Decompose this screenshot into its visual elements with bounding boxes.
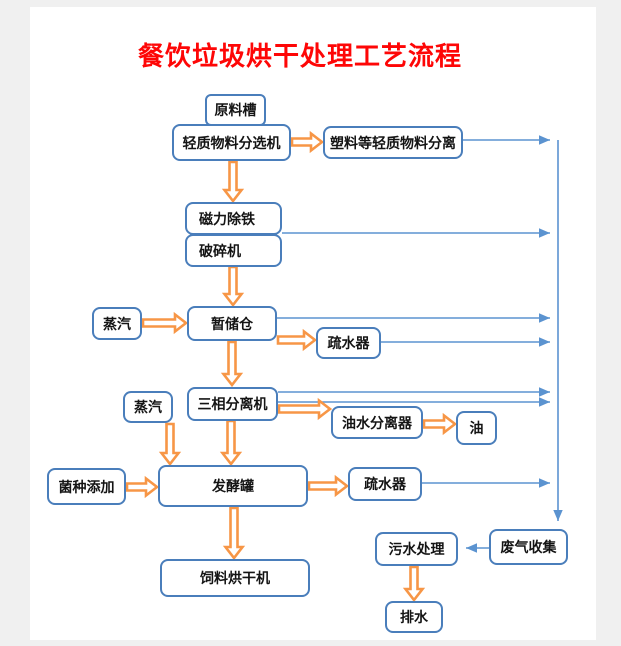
- flow-arrow-down: [219, 419, 243, 467]
- node-steam-2: 蒸汽: [123, 391, 173, 423]
- node-oil-water-separator: 油水分离器: [331, 406, 423, 439]
- node-three-phase-separator: 三相分离机: [187, 387, 278, 421]
- flow-arrow-down: [158, 422, 182, 467]
- node-buffer-silo: 暂储仓: [187, 306, 277, 341]
- node-oil: 油: [456, 411, 497, 445]
- node-light-material-sorter: 轻质物料分选机: [172, 124, 291, 161]
- flow-arrow-right: [290, 130, 325, 154]
- node-crusher: 破碎机: [185, 234, 282, 267]
- node-raw-material-tank: 原料槽: [205, 94, 266, 126]
- node-feed-dryer: 饲料烘干机: [160, 559, 310, 597]
- node-sewage-treatment: 污水处理: [375, 532, 458, 566]
- node-inoculant-addition: 菌种添加: [47, 468, 126, 505]
- flow-arrow-right: [307, 474, 350, 498]
- flow-arrow-right: [422, 412, 458, 436]
- flow-arrow-right: [276, 328, 318, 352]
- node-steam-trap-2: 疏水器: [348, 467, 422, 501]
- flow-arrow-right: [141, 311, 189, 335]
- node-magnetic-iron-removal: 磁力除铁: [185, 202, 282, 235]
- node-plastic-light-material-separation: 塑料等轻质物料分离: [323, 126, 463, 159]
- flow-arrow-down: [220, 340, 244, 388]
- flow-arrow-down: [222, 506, 246, 561]
- flow-arrow-down: [221, 160, 245, 204]
- node-drainage: 排水: [385, 601, 443, 633]
- node-steam-1: 蒸汽: [92, 307, 142, 340]
- node-steam-trap-1: 疏水器: [316, 327, 381, 359]
- flow-arrow-down: [402, 565, 426, 603]
- node-fermentation-tank: 发酵罐: [158, 465, 308, 507]
- node-waste-gas-collection: 废气收集: [489, 529, 568, 565]
- orange-flow-arrows: [125, 130, 458, 603]
- blue-gas-lines: [277, 135, 563, 553]
- flow-arrow-down: [221, 265, 245, 308]
- page-title: 餐饮垃圾烘干处理工艺流程: [137, 41, 462, 71]
- flow-arrow-right: [277, 397, 333, 421]
- flow-arrow-right: [125, 475, 160, 499]
